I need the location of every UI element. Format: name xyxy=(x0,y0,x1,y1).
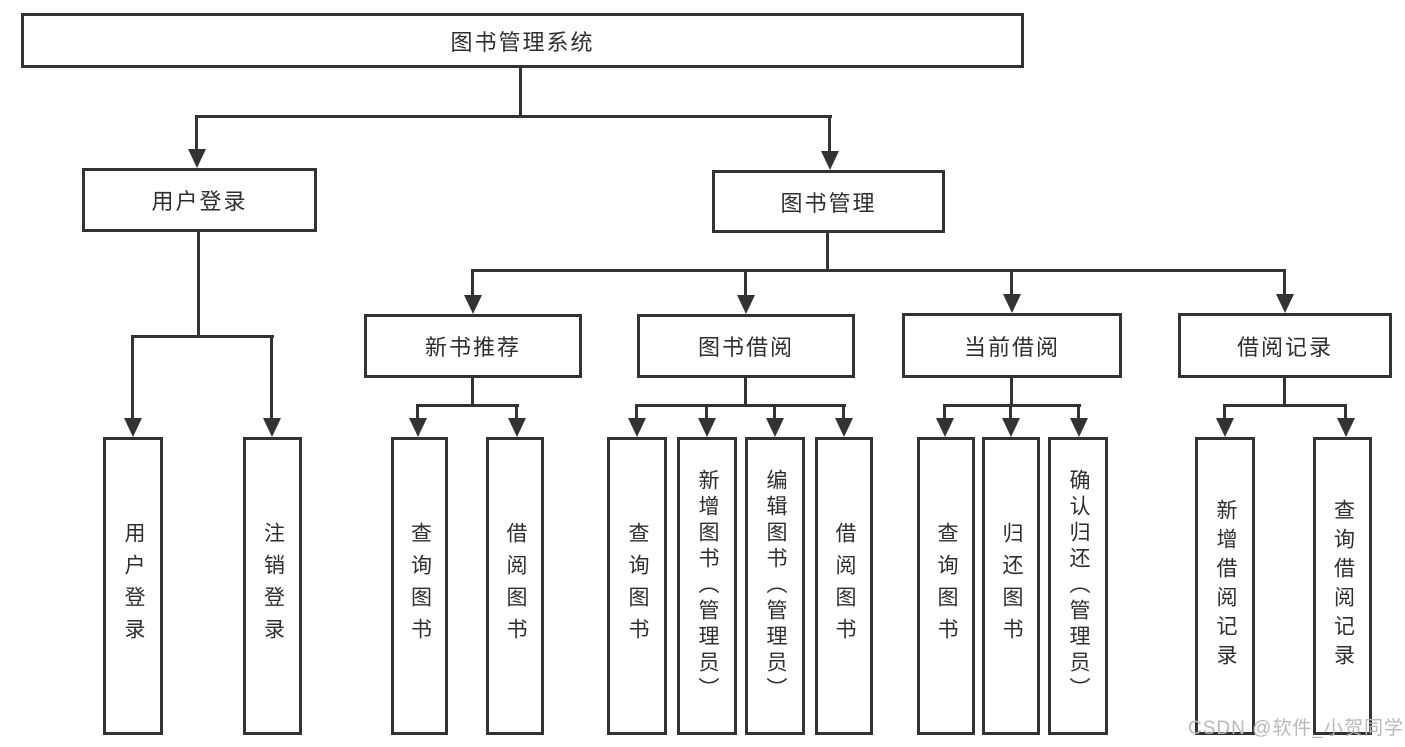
node-borrowing-records: 借阅记录 xyxy=(1178,313,1392,378)
arrow-down-icon xyxy=(1002,418,1020,437)
node-user-login: 用户登录 xyxy=(82,168,317,232)
connector-drop-new-book xyxy=(471,269,474,296)
connector-drop xyxy=(1077,404,1080,419)
node-query-books-borrowing: 查询图书 xyxy=(607,437,667,735)
node-current-borrowing-label: 当前借阅 xyxy=(963,334,1060,360)
node-borrow-books-label: 借阅图书 xyxy=(833,522,856,650)
connector-drop xyxy=(1344,404,1347,419)
node-confirm-return-admin-label: 确认归还（管理员） xyxy=(1067,469,1090,703)
node-return-books-label: 归还图书 xyxy=(1000,522,1023,650)
arrow-down-icon xyxy=(698,418,716,437)
node-user-login-leaf-label: 用户登录 xyxy=(122,522,145,650)
node-book-borrowing-label: 图书借阅 xyxy=(697,335,794,360)
connector-book-mgmt-branch xyxy=(471,269,1286,272)
arrow-down-icon xyxy=(464,295,482,314)
connector-borrowing-records-stem xyxy=(1283,378,1286,407)
arrow-down-icon xyxy=(263,418,281,437)
connector-drop xyxy=(416,404,419,419)
node-current-borrowing: 当前借阅 xyxy=(902,313,1122,378)
connector-root-branch xyxy=(196,115,832,118)
csdn-watermark: CSDN @软件_小贺同学 xyxy=(1188,718,1404,739)
node-borrow-books: 借阅图书 xyxy=(815,437,873,735)
connector-current-borrowing-branch xyxy=(943,404,1081,407)
node-new-book-recommend: 新书推荐 xyxy=(364,314,582,378)
arrow-down-icon xyxy=(1337,418,1355,437)
connector-drop xyxy=(705,404,708,419)
connector-drop-borrowing-records xyxy=(1283,269,1286,295)
node-query-borrow-record-label: 查询借阅记录 xyxy=(1331,499,1355,673)
node-new-book-recommend-label: 新书推荐 xyxy=(424,335,521,360)
node-borrow-books-recommend: 借阅图书 xyxy=(486,437,544,735)
connector-drop-user-login xyxy=(195,115,198,150)
connector-new-book-stem xyxy=(471,378,474,407)
arrow-down-icon xyxy=(1216,418,1234,437)
node-query-books-borrowing-label: 查询图书 xyxy=(626,522,649,650)
node-return-books: 归还图书 xyxy=(982,437,1040,735)
node-logout-label: 注销登录 xyxy=(261,522,285,650)
connector-drop xyxy=(515,404,518,419)
connector-drop xyxy=(1009,404,1012,419)
node-book-management-label: 图书管理 xyxy=(780,190,877,216)
node-edit-book-admin: 编辑图书（管理员） xyxy=(745,437,805,735)
arrow-down-icon xyxy=(508,418,526,437)
node-borrowing-records-label: 借阅记录 xyxy=(1236,334,1333,360)
node-add-borrow-record: 新增借阅记录 xyxy=(1195,437,1255,735)
node-root-system: 图书管理系统 xyxy=(21,13,1024,68)
connector-root-stem xyxy=(519,68,522,116)
node-query-borrow-record: 查询借阅记录 xyxy=(1313,437,1372,735)
connector-drop-book-borrowing xyxy=(744,269,747,296)
arrow-down-icon xyxy=(821,151,839,170)
node-edit-book-admin-label: 编辑图书（管理员） xyxy=(764,469,787,703)
arrow-down-icon xyxy=(766,418,784,437)
connector-drop-book-management xyxy=(828,115,831,152)
connector-user-login-stem xyxy=(197,232,200,337)
connector-book-borrowing-branch xyxy=(635,404,846,407)
arrow-down-icon xyxy=(936,418,954,437)
node-user-login-label: 用户登录 xyxy=(151,189,248,214)
connector-drop-logout-leaf xyxy=(270,335,273,419)
connector-drop xyxy=(773,404,776,419)
node-logout: 注销登录 xyxy=(243,437,302,735)
arrow-down-icon xyxy=(409,418,427,437)
node-borrow-books-recommend-label: 借阅图书 xyxy=(504,522,527,650)
arrow-down-icon xyxy=(737,295,755,314)
connector-book-mgmt-stem xyxy=(826,233,829,272)
arrow-down-icon xyxy=(124,418,142,437)
connector-drop xyxy=(1223,404,1226,419)
arrow-down-icon xyxy=(628,418,646,437)
node-book-borrowing: 图书借阅 xyxy=(637,314,855,378)
arrow-down-icon xyxy=(1003,294,1021,313)
node-add-book-admin: 新增图书（管理员） xyxy=(677,437,737,735)
connector-drop-current-borrowing xyxy=(1010,269,1013,295)
connector-borrowing-records-branch xyxy=(1223,404,1347,407)
connector-current-borrowing-stem xyxy=(1010,378,1013,407)
arrow-down-icon xyxy=(188,149,206,168)
node-confirm-return-admin: 确认归还（管理员） xyxy=(1048,437,1108,735)
node-user-login-leaf: 用户登录 xyxy=(103,437,163,735)
node-query-books-recommend-label: 查询图书 xyxy=(408,522,432,650)
node-query-books-current: 查询图书 xyxy=(917,437,975,735)
connector-drop xyxy=(842,404,845,419)
connector-book-borrowing-stem xyxy=(744,378,747,407)
node-add-borrow-record-label: 新增借阅记录 xyxy=(1214,499,1237,673)
node-book-management: 图书管理 xyxy=(712,170,945,233)
connector-drop-login-leaf xyxy=(131,335,134,419)
connector-drop xyxy=(943,404,946,419)
arrow-down-icon xyxy=(1070,418,1088,437)
connector-drop xyxy=(635,404,638,419)
arrow-down-icon xyxy=(835,418,853,437)
arrow-down-icon xyxy=(1276,294,1294,313)
connector-user-login-branch xyxy=(131,335,274,338)
node-query-books-current-label: 查询图书 xyxy=(935,522,958,650)
connector-new-book-branch xyxy=(416,404,519,407)
node-query-books-recommend: 查询图书 xyxy=(391,437,448,735)
node-add-book-admin-label: 新增图书（管理员） xyxy=(696,469,719,703)
node-root-system-label: 图书管理系统 xyxy=(450,29,595,55)
